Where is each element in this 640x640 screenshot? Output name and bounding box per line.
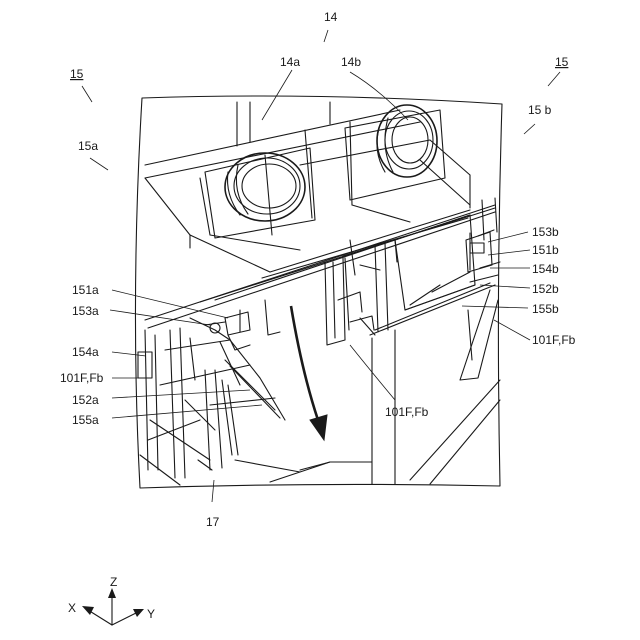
label-152a: 152a (72, 393, 99, 407)
label-17: 17 (206, 515, 220, 529)
label-14b: 14b (341, 55, 361, 69)
label-152b: 152b (532, 282, 559, 296)
label-15a: 15a (78, 139, 98, 153)
left-bracket (190, 300, 280, 350)
label-101F-Fb-center: 101F,Fb (385, 405, 429, 419)
ceiling-structure (145, 102, 470, 272)
label-154a: 154a (72, 345, 99, 359)
label-153a: 153a (72, 304, 99, 318)
left-lower-frame (138, 328, 238, 485)
label-154b: 154b (532, 262, 559, 276)
floor-structure (235, 460, 372, 482)
right-tray (360, 215, 498, 335)
duct-14a (225, 153, 305, 221)
label-153b: 153b (532, 225, 559, 239)
label-15b: 15 b (528, 103, 552, 117)
rotation-arrow (291, 306, 327, 440)
label-155b: 155b (532, 302, 559, 316)
label-155a: 155a (72, 413, 99, 427)
label-151a: 151a (72, 283, 99, 297)
label-151b: 151b (532, 243, 559, 257)
label-15-left: 15 (70, 67, 84, 81)
central-beam (145, 205, 495, 328)
right-lower-frame (372, 290, 500, 484)
axis-z-label: Z (110, 575, 117, 589)
label-14a: 14a (280, 55, 300, 69)
label-14: 14 (324, 10, 338, 24)
label-15-right: 15 (555, 55, 569, 69)
axis-x-label: X (68, 601, 76, 615)
label-101F-Fb-right: 101F,Fb (532, 333, 576, 347)
label-101F-Fb-left: 101F,Fb (60, 371, 104, 385)
channel-posts (325, 240, 397, 345)
axis-y-label: Y (147, 607, 155, 621)
axis-indicator: Z X Y (68, 575, 155, 625)
